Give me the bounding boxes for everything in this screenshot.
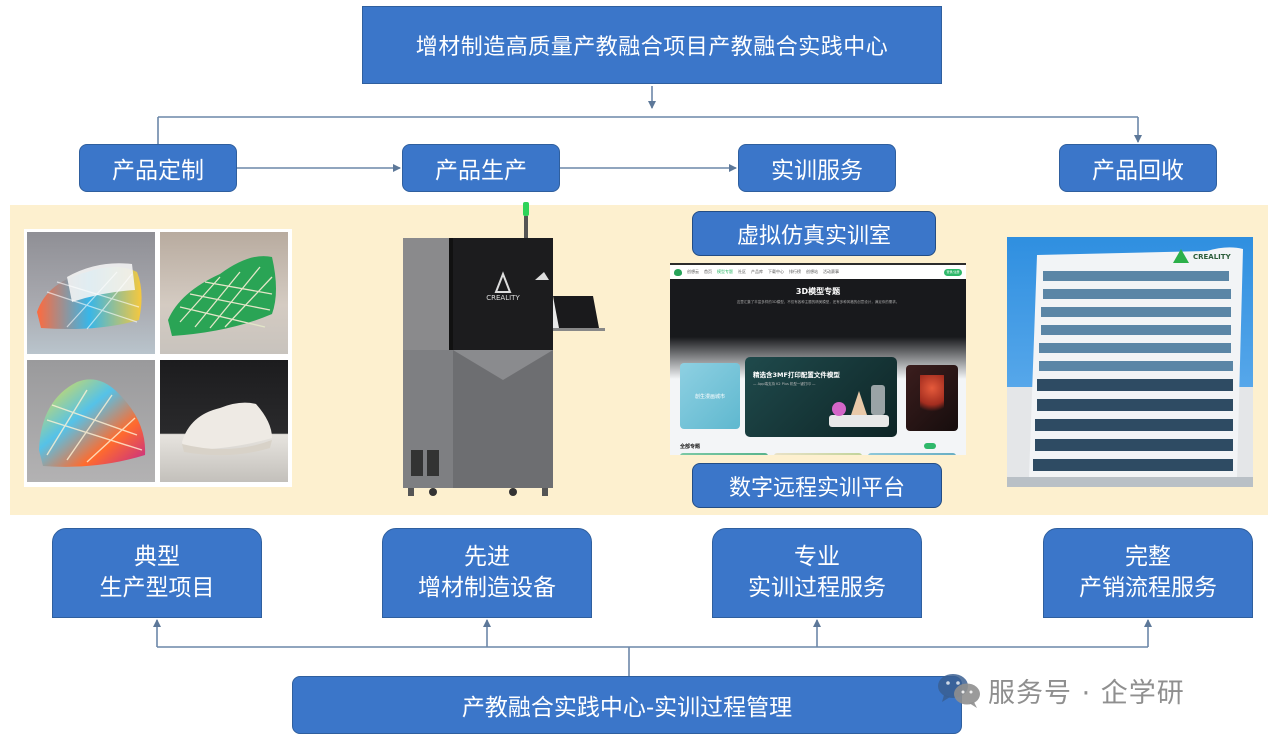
stage-label: 实训服务 bbox=[771, 158, 863, 184]
wechat-icon bbox=[938, 674, 980, 708]
stage-label: 产品定制 bbox=[112, 158, 204, 184]
stage-product-recycling: 产品回收 bbox=[1059, 144, 1217, 192]
remote-platform-label: 数字远程实训平台 bbox=[692, 463, 942, 508]
green-mesh-shoe-image bbox=[160, 232, 288, 354]
site-side-card-left: 創生漫画城市 bbox=[680, 363, 740, 429]
site-thumb bbox=[680, 453, 768, 455]
site-featured-card: 精选含3MF打印配置文件模型 — App端支持 K2 Plus 机型一键打印 — bbox=[745, 357, 897, 437]
rainbow-lattice-shoe-image bbox=[27, 232, 155, 354]
site-nav-item: 排行榜 bbox=[789, 269, 801, 274]
featured-models-image bbox=[829, 385, 889, 427]
site-nav-item: 模型专题 bbox=[717, 269, 733, 274]
feature-line1: 完整 bbox=[1125, 544, 1171, 570]
site-login-button: 登录/注册 bbox=[944, 268, 962, 276]
bottom-text: 产教融合实践中心-实训过程管理 bbox=[461, 695, 793, 721]
company-building-image: CREALITY bbox=[1007, 237, 1253, 487]
feature-line2: 增材制造设备 bbox=[418, 575, 556, 601]
site-hero-title: 3D模型专题 bbox=[795, 287, 841, 296]
feature-training-services: 专业 实训过程服务 bbox=[712, 528, 922, 618]
rainbow-mesh-shoe-image bbox=[27, 360, 155, 482]
site-thumb bbox=[868, 453, 956, 455]
title-box: 增材制造高质量产教融合项目产教融合实践中心 bbox=[362, 6, 942, 84]
feature-advanced-equipment: 先进 增材制造设备 bbox=[382, 528, 592, 618]
site-nav-bar: 创想云 首页 模型专题 社区 产品库 下载中心 排行榜 创想站 活动赛事 登录/… bbox=[670, 265, 966, 279]
stage-label: 产品回收 bbox=[1092, 158, 1184, 184]
watermark-text: 服务号 · 企学研 bbox=[988, 677, 1185, 709]
feature-line1: 典型 bbox=[134, 544, 180, 570]
site-hero: 3D模型专题 这里汇集了丰富多样的3D模型，不仅有各种主题的精美模型，还有多种风… bbox=[670, 279, 966, 337]
stage-product-production: 产品生产 bbox=[402, 144, 560, 192]
site-content: 創生漫画城市 精选含3MF打印配置文件模型 — App端支持 K2 Plus 机… bbox=[670, 337, 966, 455]
stage-product-customization: 产品定制 bbox=[79, 144, 237, 192]
feature-line1: 先进 bbox=[464, 544, 510, 570]
3d-printer-machine-image: CREALITY bbox=[403, 202, 605, 496]
site-section-title: 全部专题 bbox=[680, 444, 701, 450]
virtual-lab-label: 虚拟仿真实训室 bbox=[692, 211, 936, 256]
stage-training-service: 实训服务 bbox=[738, 144, 896, 192]
site-nav-item: 创想站 bbox=[806, 269, 818, 274]
site-nav-item: 创想云 bbox=[687, 269, 699, 274]
site-side-card-right bbox=[906, 365, 958, 431]
shoe-collage-image bbox=[24, 229, 292, 487]
site-thumb bbox=[774, 453, 862, 455]
site-nav-item: 产品库 bbox=[751, 269, 763, 274]
remote-platform-website-screenshot: 创想云 首页 模型专题 社区 产品库 下载中心 排行榜 创想站 活动赛事 登录/… bbox=[670, 263, 966, 455]
machine-brand: CREALITY bbox=[486, 294, 520, 302]
watermark: 服务号 · 企学研 bbox=[936, 670, 1185, 710]
building-brand: CREALITY bbox=[1193, 253, 1232, 261]
site-featured-subtitle: — App端支持 K2 Plus 机型一键打印 — bbox=[753, 382, 816, 386]
feature-line2: 生产型项目 bbox=[99, 575, 215, 601]
feature-line2: 实训过程服务 bbox=[748, 575, 886, 601]
stage-label: 产品生产 bbox=[435, 158, 527, 184]
virtual-lab-label-text: 虚拟仿真实训室 bbox=[736, 223, 891, 249]
bottom-management-box: 产教融合实践中心-实训过程管理 bbox=[292, 676, 962, 734]
feature-sales-process: 完整 产销流程服务 bbox=[1043, 528, 1253, 618]
feature-line2: 产销流程服务 bbox=[1079, 575, 1217, 601]
site-hero-subtitle: 这里汇集了丰富多样的3D模型，不仅有各种主题的精美模型，还有多种风格的创意设计，… bbox=[736, 300, 900, 304]
feature-typical-projects: 典型 生产型项目 bbox=[52, 528, 262, 618]
site-toggle bbox=[924, 443, 936, 449]
signal-light bbox=[523, 202, 529, 216]
site-nav-item: 活动赛事 bbox=[823, 269, 839, 274]
remote-platform-label-text: 数字远程实训平台 bbox=[728, 475, 905, 501]
title-text: 增材制造高质量产教融合项目产教融合实践中心 bbox=[415, 35, 889, 60]
site-nav-item: 社区 bbox=[738, 269, 746, 274]
site-featured-title: 精选含3MF打印配置文件模型 bbox=[753, 371, 840, 379]
site-nav-item: 下载中心 bbox=[768, 269, 784, 274]
feature-line1: 专业 bbox=[794, 544, 840, 570]
white-lattice-shoe-image bbox=[160, 360, 288, 482]
site-logo-icon bbox=[674, 268, 682, 276]
site-nav-item: 首页 bbox=[704, 269, 712, 274]
